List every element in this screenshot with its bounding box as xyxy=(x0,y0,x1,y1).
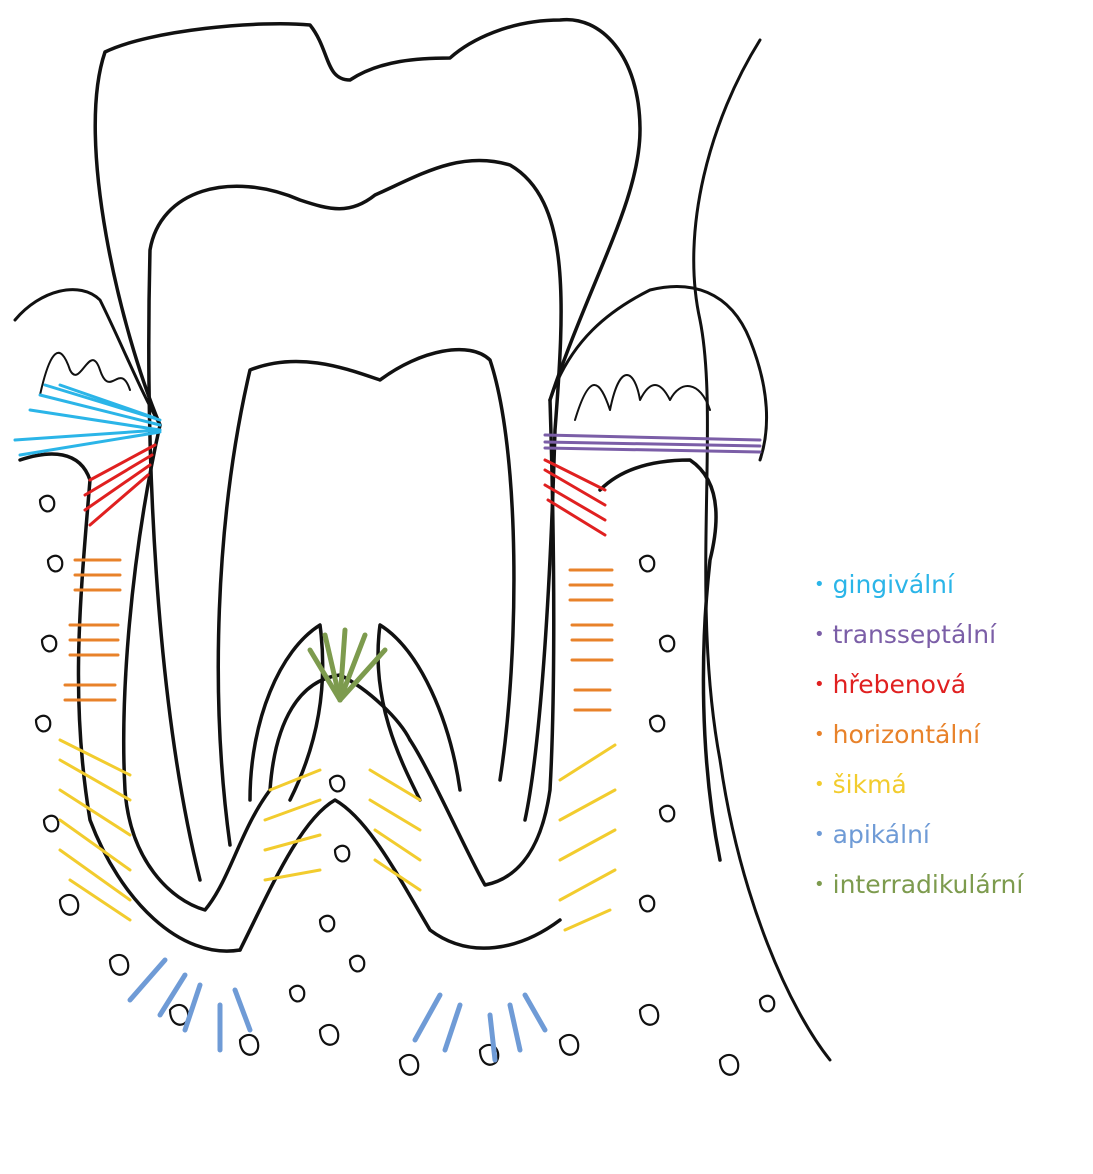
legend-item-apikalni: • apikální xyxy=(814,810,1023,860)
bone-trabecula xyxy=(640,896,654,912)
bone-trabecula xyxy=(48,556,62,572)
dentin-outline xyxy=(149,160,561,880)
bone-trabecula xyxy=(720,1055,738,1075)
bone-crest-left xyxy=(20,454,240,951)
legend-label: horizontální xyxy=(833,720,981,749)
fibers-apical xyxy=(130,960,545,1060)
cheek-contour xyxy=(694,40,830,1060)
legend-bullet-icon: • xyxy=(814,710,825,760)
bone-trabecula xyxy=(660,806,674,822)
fibers-crest xyxy=(85,445,605,535)
gingiva-wave-right xyxy=(575,375,710,420)
legend-item-hrebenova: • hřebenová xyxy=(814,660,1023,710)
bone-crest-right xyxy=(600,460,720,860)
legend-bullet-icon: • xyxy=(814,610,825,660)
bone-trabecula xyxy=(42,636,56,652)
gingiva-left xyxy=(15,290,160,425)
legend-label: hřebenová xyxy=(833,670,966,699)
bone-trabecula xyxy=(400,1055,418,1075)
pulp-outline xyxy=(218,350,514,845)
bone-trabecula xyxy=(44,816,58,832)
legend-item-sikma: • šikmá xyxy=(814,760,1023,810)
root-outline-right xyxy=(410,400,554,885)
bone-trabecula xyxy=(240,1035,258,1055)
legend-item-transseptalni: • transseptální xyxy=(814,610,1023,660)
bone-trabecula xyxy=(320,916,334,932)
legend-label: apikální xyxy=(833,820,930,849)
legend: • gingivální • transseptální • hřebenová • hori… xyxy=(814,560,1023,910)
legend-bullet-icon: • xyxy=(814,810,825,860)
bone-trabecula xyxy=(650,716,664,732)
bone-trabecula xyxy=(60,895,78,915)
bone-trabecula xyxy=(350,956,364,972)
legend-bullet-icon: • xyxy=(814,660,825,710)
bone-trabecula xyxy=(330,776,344,792)
legend-label: šikmá xyxy=(833,770,907,799)
legend-label: gingivální xyxy=(833,570,954,599)
root-outline-left xyxy=(124,425,270,910)
bone-trabecula xyxy=(560,1035,578,1055)
bone-trabecula xyxy=(335,846,349,862)
bone-trabecula xyxy=(640,556,654,572)
bone-trabecula xyxy=(40,496,54,512)
fibers-transseptal xyxy=(545,435,760,452)
fibers-gingival xyxy=(15,385,160,455)
bone-trabecula xyxy=(110,955,128,975)
legend-label: interradikulární xyxy=(833,870,1024,899)
legend-item-gingivalni: • gingivální xyxy=(814,560,1023,610)
bone-trabecula xyxy=(760,996,774,1012)
legend-label: transseptální xyxy=(833,620,996,649)
fibers-oblique xyxy=(60,740,615,930)
bone-trabecula xyxy=(36,716,50,732)
legend-item-horizontalni: • horizontální xyxy=(814,710,1023,760)
bone-trabecula xyxy=(290,986,304,1002)
legend-bullet-icon: • xyxy=(814,560,825,610)
bone-trabecula xyxy=(320,1025,338,1045)
legend-item-interradikularni: • interradikulární xyxy=(814,860,1023,910)
legend-bullet-icon: • xyxy=(814,760,825,810)
bone-trabecula xyxy=(660,636,674,652)
bone-trabecula xyxy=(640,1005,658,1025)
legend-bullet-icon: • xyxy=(814,860,825,910)
